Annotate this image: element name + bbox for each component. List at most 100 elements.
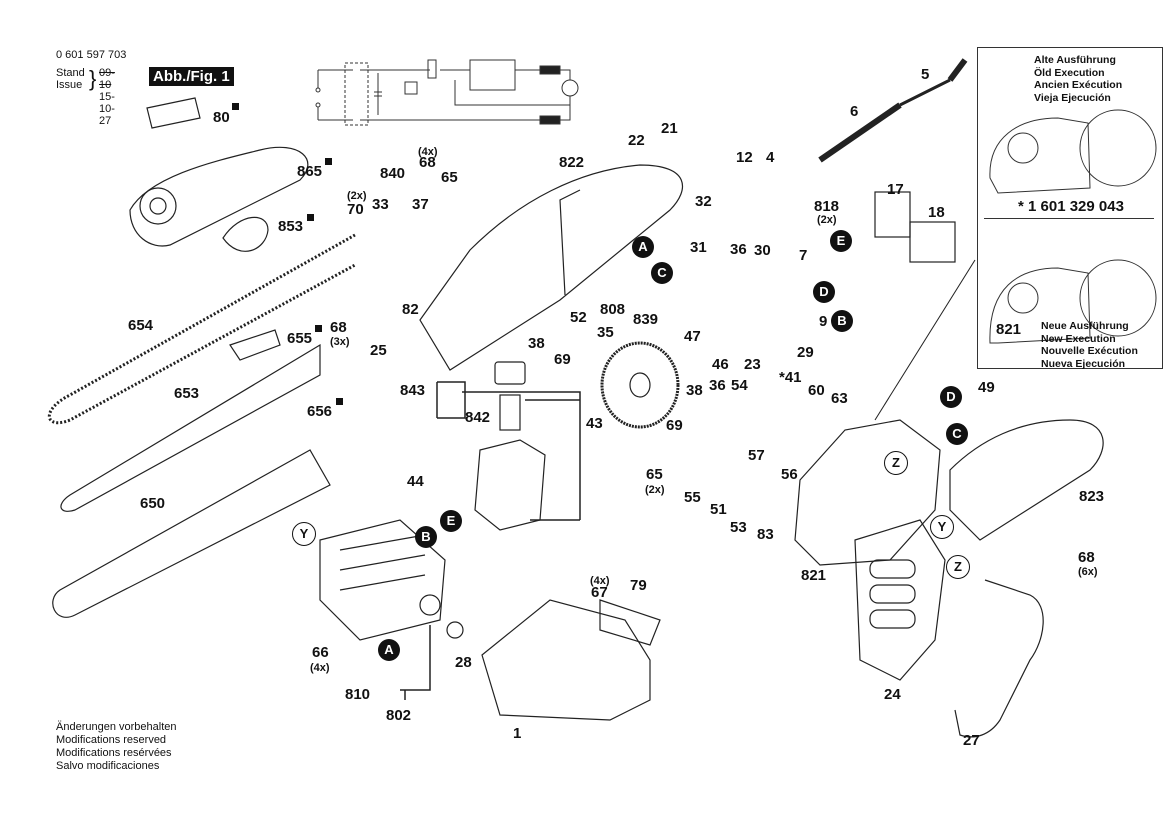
notice-line: Änderungen vorbehalten	[56, 721, 177, 733]
part-label-38: 38	[528, 335, 545, 352]
part-label-802: 802	[386, 707, 412, 724]
connector-marker-z: Z	[884, 451, 908, 475]
part-label-53: 53	[730, 519, 747, 536]
accessory-marker	[232, 103, 239, 110]
part-label-36b: 36	[709, 377, 726, 394]
part-label-83: 83	[757, 526, 774, 543]
part-label-18: 18	[928, 204, 945, 221]
part-label-818: 818	[814, 198, 840, 215]
qty-68c: (6x)	[1078, 566, 1098, 578]
part-label-65: 65	[441, 169, 458, 186]
part-label-69: 69	[554, 351, 571, 368]
part-label-57: 57	[748, 447, 765, 464]
connector-marker-a: A	[378, 639, 400, 661]
connector-marker-d: D	[940, 386, 962, 408]
part-label-68b: 68	[419, 154, 436, 171]
part-label-68c: 68	[1078, 549, 1095, 566]
qty-66: (4x)	[310, 662, 330, 674]
part-label-656: 656	[307, 403, 333, 420]
front-handle-27	[954, 579, 1044, 738]
power-cord-6	[818, 58, 968, 163]
part-label-7: 7	[799, 247, 808, 264]
circuit-schematic	[315, 59, 579, 126]
motor-housing-1	[481, 599, 651, 721]
part-label-12: 12	[736, 149, 753, 166]
part-label-41: *41	[779, 369, 802, 386]
part-label-55: 55	[684, 489, 701, 506]
part-label-80: 80	[213, 109, 230, 126]
part-label-810: 810	[345, 686, 371, 703]
connector-marker-e: E	[440, 510, 462, 532]
part-label-63: 63	[831, 390, 848, 407]
part-label-30: 30	[754, 242, 771, 259]
part-label-67: 67	[591, 584, 608, 601]
part-label-655: 655	[287, 330, 313, 347]
modifications-notice: Änderungen vorbehalten Modifications res…	[56, 721, 176, 773]
part-label-853: 853	[278, 218, 304, 235]
part-label-9: 9	[819, 313, 828, 330]
connector-marker-y: Y	[292, 522, 316, 546]
issue-label: Issue	[56, 79, 83, 91]
part-label-21: 21	[661, 120, 678, 137]
caption-line: Öld Execution	[1034, 66, 1105, 79]
part-label-650: 650	[140, 495, 166, 512]
brace-glyph: }	[89, 66, 97, 91]
caption-line: Alte Ausführung	[1034, 54, 1116, 66]
part-label-69b: 69	[666, 417, 683, 434]
inset-part-number: * 1 601 329 043	[1018, 198, 1124, 215]
document-number: 0 601 597 703	[56, 49, 127, 61]
part-label-840: 840	[380, 165, 406, 182]
part-label-822: 822	[559, 154, 585, 171]
qty-67: (4x)	[590, 575, 610, 587]
accessory-marker	[325, 158, 332, 165]
part-label-842: 842	[465, 409, 491, 426]
connector-marker-y: Y	[930, 515, 954, 539]
figure-badge: Abb./Fig. 1	[149, 67, 234, 86]
oil-tank-43	[474, 439, 546, 531]
new-execution-caption: Neue Ausführung New Execution Nouvelle E…	[1041, 320, 1138, 370]
guide-bar-653	[60, 343, 321, 512]
part-label-839: 839	[633, 311, 659, 328]
part-label-52: 52	[570, 309, 587, 326]
part-label-51: 51	[710, 501, 727, 518]
accessory-marker	[336, 398, 343, 405]
part-label-32: 32	[695, 193, 712, 210]
part-label-35: 35	[597, 324, 614, 341]
part-label-4: 4	[766, 149, 775, 166]
part-label-843: 843	[400, 382, 426, 399]
accessory-marker	[315, 325, 322, 332]
qty-68: (3x)	[330, 336, 350, 348]
part-label-44: 44	[407, 473, 424, 490]
caption-line: Nouvelle Exécution	[1041, 345, 1138, 357]
chain-cover-865	[129, 97, 309, 252]
qty-68b: (4x)	[418, 146, 438, 158]
part-label-46: 46	[712, 356, 729, 373]
connector-marker-b: B	[831, 310, 853, 332]
stand-label: Stand	[56, 67, 85, 79]
part-label-653: 653	[174, 385, 200, 402]
caption-line: Neue Ausführung	[1041, 320, 1129, 332]
part-label-33: 33	[372, 196, 389, 213]
part-label-865: 865	[297, 163, 323, 180]
part-label-82: 82	[402, 301, 419, 318]
part-label-65b: 65	[646, 466, 663, 483]
part-label-56: 56	[781, 466, 798, 483]
notice-line: Salvo modificaciones	[56, 760, 160, 772]
revision-block: Stand Issue } 09-10 15-10-27	[56, 67, 115, 128]
part-label-6: 6	[850, 103, 859, 120]
part-label-24: 24	[884, 686, 901, 703]
motor-802	[319, 519, 446, 641]
part-label-1: 1	[513, 725, 522, 742]
connector-marker-c: C	[946, 423, 968, 445]
qty-65b: (2x)	[645, 484, 665, 496]
execution-inset: Alte Ausführung Öld Execution Ancien Exé…	[977, 47, 1163, 370]
connector-marker-e: E	[830, 230, 852, 252]
caption-line: Ancien Exécution	[1034, 79, 1123, 91]
part-label-38b: 38	[686, 382, 703, 399]
qty-818: (2x)	[817, 214, 837, 226]
rear-handle-24	[854, 519, 946, 681]
part-label-49: 49	[978, 379, 995, 396]
part-label-31: 31	[690, 239, 707, 256]
part-label-29: 29	[797, 344, 814, 361]
